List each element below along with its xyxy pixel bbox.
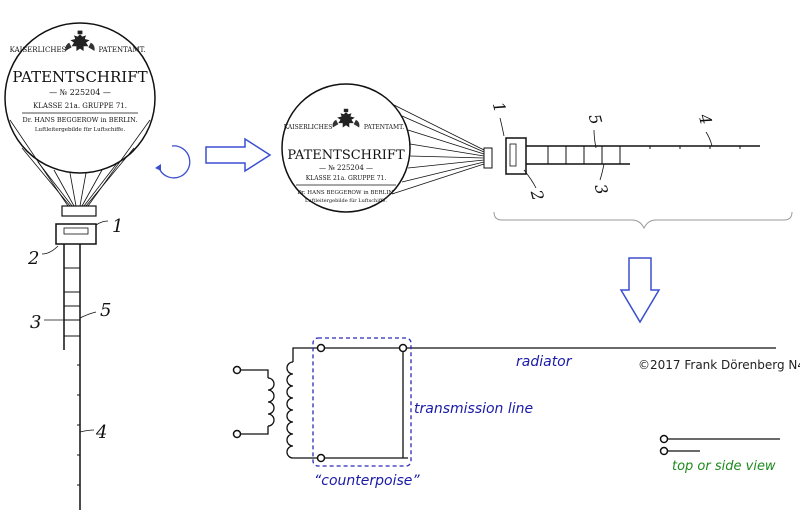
seal-subject: Luftleitergebilde für Luftschiffe. bbox=[35, 127, 125, 133]
callout-4-right: 4 bbox=[695, 111, 716, 127]
radiator-ticks-right bbox=[649, 146, 741, 149]
seal-inventor-r: Dr. HANS BEGGEROW in BERLIN. bbox=[297, 190, 394, 196]
brace bbox=[493, 211, 793, 230]
callout-3-left: 3 bbox=[30, 312, 41, 333]
node-bottom-left bbox=[316, 453, 326, 463]
seal-line1-left-r: KAISERLICHES bbox=[284, 124, 333, 131]
node-top-right bbox=[398, 343, 408, 353]
terminal-bottom-left bbox=[232, 429, 242, 439]
label-transmission-line: transmission line bbox=[414, 401, 533, 417]
seal-line1-right: PATENTAMT. bbox=[98, 46, 145, 54]
primary-coil bbox=[267, 377, 275, 427]
seal-title-r: PATENTSCHRIFT bbox=[287, 148, 405, 163]
label-radiator: radiator bbox=[516, 354, 573, 370]
seal-klasse-r: KLASSE 21a. GRUPPE 71. bbox=[306, 175, 387, 182]
callout-3-right: 3 bbox=[591, 182, 612, 197]
left-patent-figure: KAISERLICHES PATENTAMT. PATENTSCHRIFT — … bbox=[4, 22, 156, 510]
seal-klasse: KLASSE 21a. GRUPPE 71. bbox=[33, 102, 127, 110]
terminal-top-left bbox=[232, 365, 242, 375]
seal-subject-r: Luftleitergebilde für Luftschiffe. bbox=[305, 198, 387, 204]
view-terminal-bottom bbox=[659, 446, 669, 456]
label-top-or-side-view: top or side view bbox=[672, 459, 776, 474]
schematic bbox=[232, 337, 780, 467]
gondola-window bbox=[63, 227, 89, 235]
view-terminal-top bbox=[659, 434, 669, 444]
patent-seal-circle-right bbox=[281, 83, 411, 213]
copyright-text: ©2017 Frank Dörenberg N4SPP bbox=[638, 358, 800, 372]
callout-5-left: 5 bbox=[100, 300, 111, 321]
seal-line1-right-r: PATENTAMT. bbox=[364, 124, 404, 131]
dashed-box-transmission-line bbox=[312, 337, 412, 467]
hollow-arrow-down-icon bbox=[619, 257, 661, 324]
seal-number: — № 225204 — bbox=[49, 88, 111, 97]
seal-inventor: Dr. HANS BEGGEROW in BERLIN. bbox=[23, 116, 138, 124]
callout-leaders-left bbox=[41, 220, 109, 433]
radiator-ticks-left bbox=[77, 364, 80, 486]
right-patent-figure: KAISERLICHES PATENTAMT. PATENTSCHRIFT — … bbox=[281, 83, 793, 230]
rigging-lines-left bbox=[9, 119, 151, 207]
callout-2-right: 2 bbox=[527, 187, 548, 203]
seal-line1-left: KAISERLICHES bbox=[10, 46, 67, 54]
secondary-coil bbox=[286, 361, 294, 459]
seal-number-r: — № 225204 — bbox=[319, 164, 373, 172]
rigging-lines-right bbox=[391, 103, 485, 195]
seal-title: PATENTSCHRIFT bbox=[12, 68, 147, 86]
callout-1-right: 1 bbox=[489, 100, 510, 115]
callout-5-right: 5 bbox=[585, 112, 606, 127]
callout-4-left: 4 bbox=[95, 422, 107, 443]
spreaders-left bbox=[64, 267, 80, 337]
label-counterpoise: “counterpoise” bbox=[314, 473, 420, 489]
node-top-left bbox=[316, 343, 326, 353]
rotate-ccw-icon bbox=[155, 145, 191, 179]
gondola-window-right bbox=[509, 143, 517, 167]
hollow-arrow-right-icon bbox=[205, 137, 272, 173]
gondola-ring bbox=[61, 205, 97, 217]
callout-leaders-right bbox=[499, 117, 713, 189]
patent-seal-circle-left bbox=[4, 22, 156, 174]
callout-2-left: 2 bbox=[27, 248, 39, 269]
callout-1-left: 1 bbox=[112, 216, 123, 237]
gondola-ring-right bbox=[483, 147, 493, 169]
spreaders-right bbox=[547, 146, 621, 164]
